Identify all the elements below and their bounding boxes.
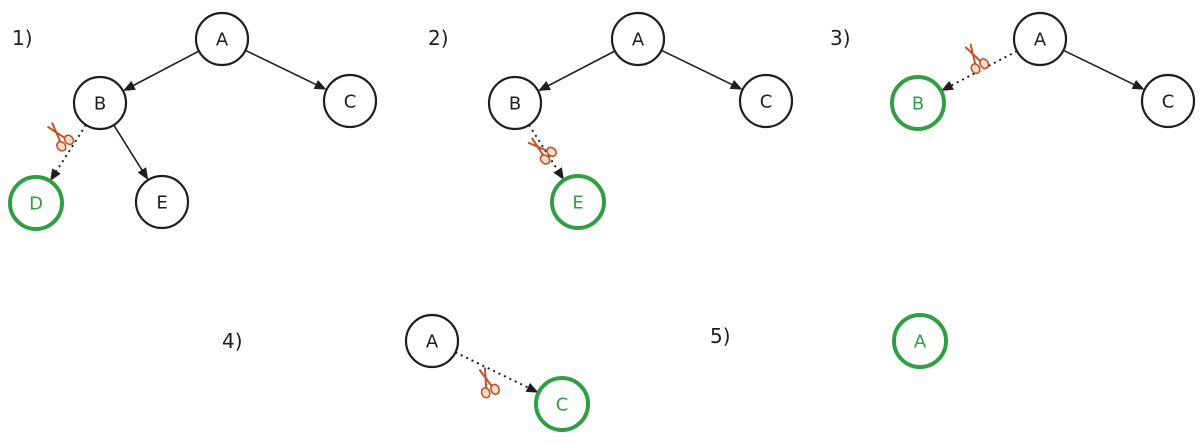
node-a: A — [1012, 11, 1068, 67]
node-b: B — [72, 75, 128, 131]
edge-a-b — [538, 50, 616, 91]
node-label: C — [760, 92, 773, 113]
node-c: C — [738, 73, 794, 129]
node-label: B — [94, 94, 106, 115]
node-circle — [194, 11, 250, 67]
node-circle — [738, 73, 794, 129]
scissors-icon — [478, 367, 500, 399]
step-label-4: 4) — [222, 329, 243, 353]
scissors-icon — [527, 137, 557, 165]
scissors-icon — [964, 43, 990, 75]
node-b-removed: B — [890, 75, 946, 131]
node-a: A — [610, 11, 666, 67]
node-circle — [72, 75, 128, 131]
node-circle — [890, 75, 946, 131]
node-label: C — [556, 395, 569, 416]
edge-a-c — [245, 49, 327, 90]
node-e-removed: E — [550, 174, 606, 230]
node-circle — [550, 174, 606, 230]
node-label: E — [572, 193, 583, 214]
node-label: A — [426, 332, 439, 353]
node-b: B — [487, 75, 543, 131]
step-label-1: 1) — [12, 26, 33, 50]
edge-a-b-cut — [941, 50, 1018, 91]
node-label: B — [912, 94, 924, 115]
node-label: A — [632, 30, 645, 51]
node-label: A — [914, 332, 927, 353]
node-c: C — [322, 73, 378, 129]
scissors-icon — [46, 122, 75, 152]
node-d-removed: D — [8, 175, 64, 231]
node-label: D — [29, 194, 43, 215]
node-c-removed: C — [534, 376, 590, 432]
node-circle — [8, 175, 64, 231]
step-label-2: 2) — [428, 26, 449, 50]
node-label: C — [1162, 92, 1175, 113]
edge-b-e-cut — [528, 124, 565, 181]
node-a-removed: A — [892, 313, 948, 369]
step-label-5: 5) — [710, 324, 731, 348]
node-circle — [1140, 73, 1196, 129]
node-label: A — [216, 30, 229, 51]
node-e: E — [134, 174, 190, 230]
node-circle — [534, 376, 590, 432]
node-circle — [1012, 11, 1068, 67]
node-a: A — [404, 313, 460, 369]
node-c: C — [1140, 73, 1196, 129]
edge-b-e — [113, 124, 149, 180]
step-label-3: 3) — [830, 26, 851, 50]
node-label: E — [156, 193, 167, 214]
node-label: B — [509, 94, 521, 115]
node-a: A — [194, 11, 250, 67]
node-label: A — [1034, 30, 1047, 51]
node-circle — [610, 11, 666, 67]
node-circle — [322, 73, 378, 129]
node-circle — [134, 174, 190, 230]
edge-a-c — [661, 49, 743, 90]
node-circle — [404, 313, 460, 369]
node-circle — [487, 75, 543, 131]
edge-a-b — [123, 50, 200, 91]
node-label: C — [344, 92, 357, 113]
node-circle — [892, 313, 948, 369]
edge-a-c — [1063, 49, 1145, 90]
